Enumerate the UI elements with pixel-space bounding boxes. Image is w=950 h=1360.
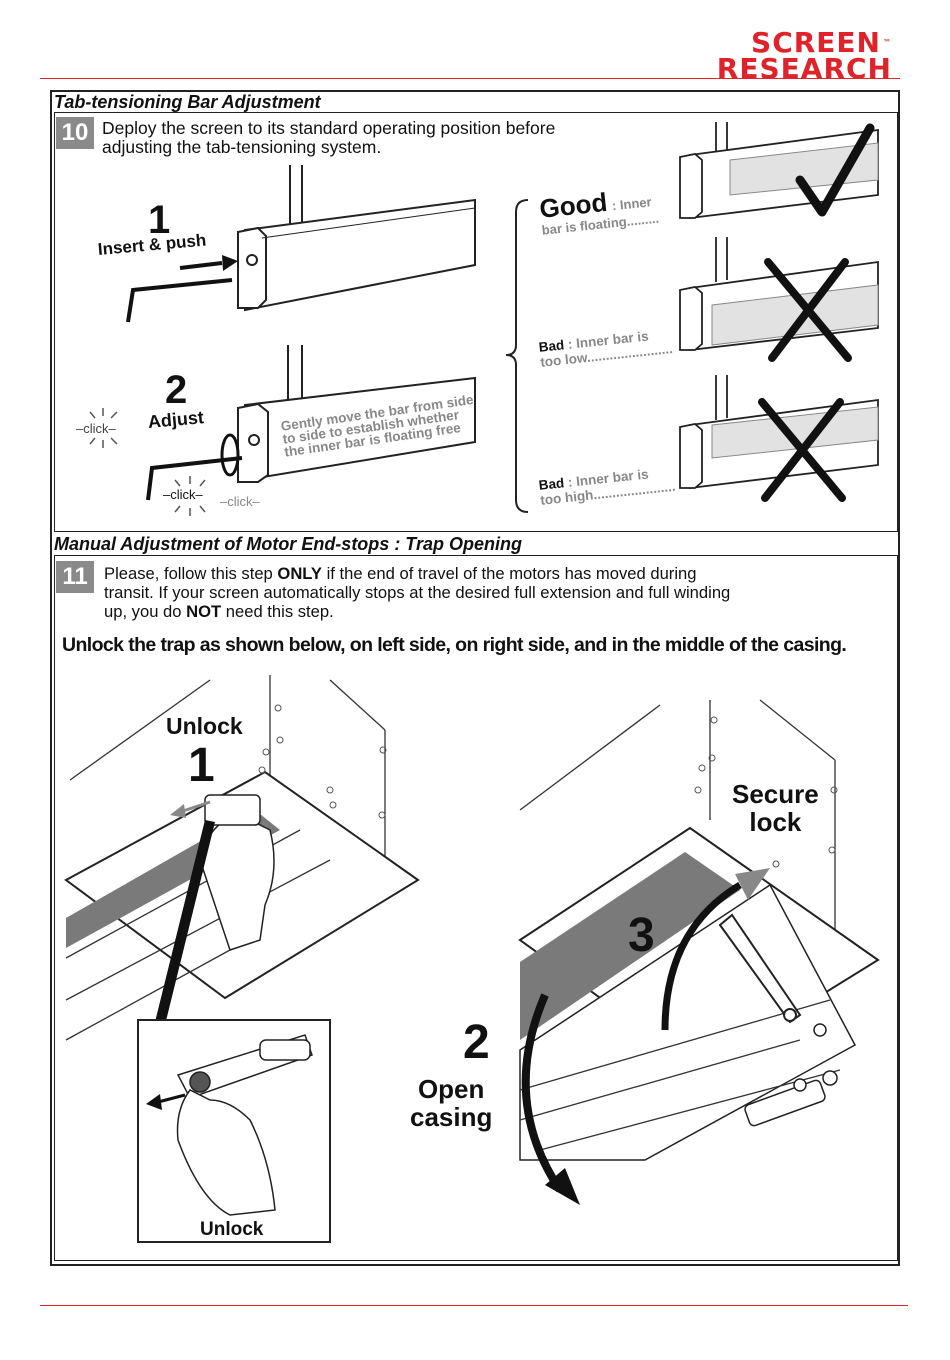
open-casing-label: Open casing	[410, 1075, 492, 1131]
step-11-3-number: 3	[628, 908, 655, 963]
inset-unlock-label: Unlock	[200, 1219, 263, 1241]
secure-lock-label: Secure lock	[732, 780, 819, 836]
footer-rule	[40, 1305, 908, 1306]
step-11-1-number: 1	[188, 738, 215, 793]
step-11-2-number: 2	[463, 1015, 490, 1070]
unlock-label: Unlock	[166, 713, 243, 740]
